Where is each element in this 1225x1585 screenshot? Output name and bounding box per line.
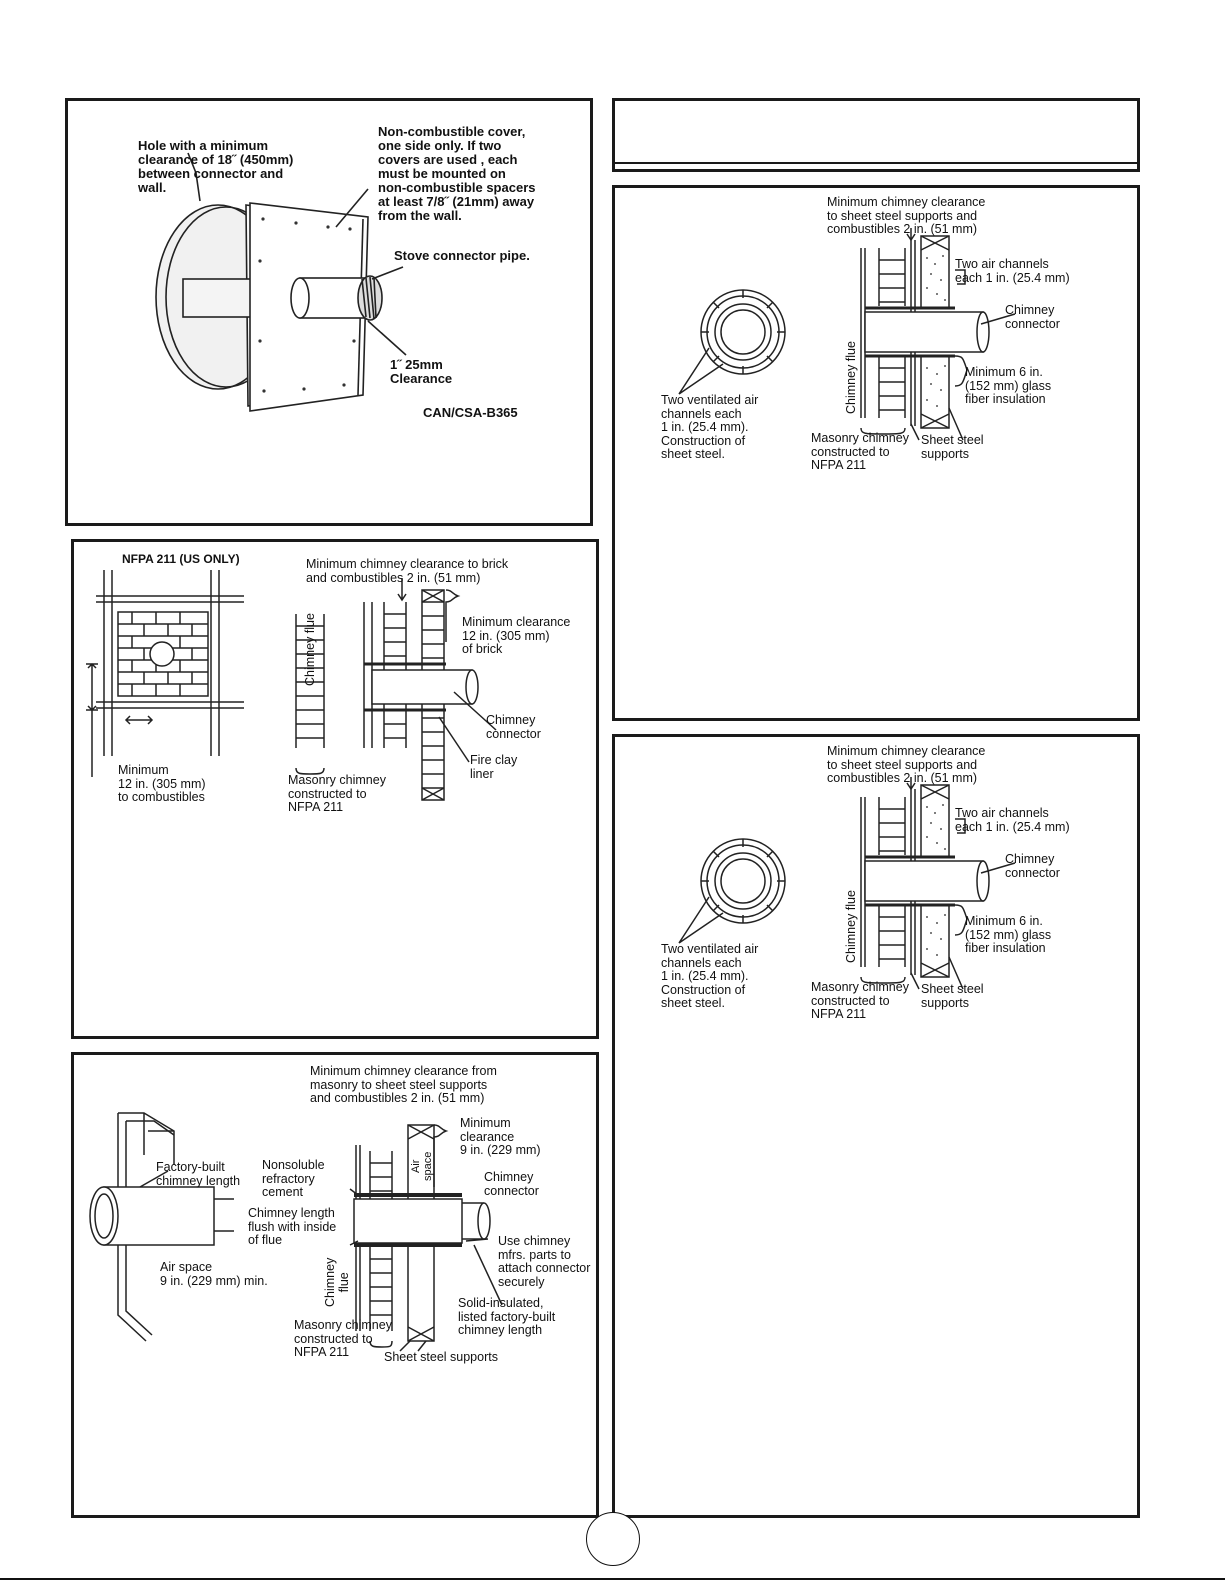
label-min-clearance-9in: Minimum clearance 9 in. (229 mm) [460,1116,541,1157]
label-chimney-connector: Chimney connector [484,1170,539,1198]
figure-sheet-steel-supports: Minimum chimney clearance to sheet steel… [612,185,1140,721]
figure-wall-pass-through: Hole with a minimum clearance of 18˝ (45… [65,98,593,526]
label-fire-clay-liner: Fire clay liner [470,753,518,781]
page-number-circle [586,1512,640,1566]
label-hole-clearance: Hole with a minimum clearance of 18˝ (45… [138,138,294,195]
sheet-steel-supports-illustration [678,228,1016,441]
label-sheet-steel-supports: Sheet steel supports [921,982,984,1010]
label-masonry-chimney: Masonry chimney constructed to NFPA 211 [811,980,909,1021]
label-chimney-connector: Chimney connector [486,713,541,741]
label-chimney-flue: Chimney flue [303,613,317,686]
factory-built-chimney-illustration [89,1112,503,1352]
label-min-clearance-12in: Minimum clearance 12 in. (305 mm) of bri… [462,615,571,656]
label-factory-built-length: Factory-built chimney length [156,1160,241,1188]
label-chimney-connector: Chimney connector [1005,852,1060,880]
figure-factory-built-chimney: Minimum chimney clearance from masonry t… [71,1052,599,1518]
label-two-air-channels: Two air channels each 1 in. (25.4 mm) [955,806,1070,834]
label-air-space: Air space [410,1151,434,1181]
label-min-12in-combustibles: Minimum 12 in. (305 mm) to combustibles [118,763,206,804]
label-min-6in-insulation: Minimum 6 in. (152 mm) glass fiber insul… [965,365,1052,406]
sheet-steel-supports-illustration-2 [678,777,1016,990]
label-two-air-channels: Two air channels each 1 in. (25.4 mm) [955,257,1070,285]
label-sheet-steel-supports: Sheet steel supports [384,1350,498,1364]
heading-box [612,98,1140,172]
label-nfpa-us-only: NFPA 211 (US ONLY) [122,552,240,566]
label-non-combustible-cover: Non-combustible cover, one side only. If… [378,124,536,223]
label-min-chimney-clearance: Minimum chimney clearance to sheet steel… [827,744,986,785]
label-chimney-length-flush: Chimney length flush with inside of flue [248,1206,337,1247]
label-connector-clearance: 1˝ 25mm Clearance [390,357,453,386]
label-min-chimney-clearance: Minimum chimney clearance to sheet steel… [827,195,986,236]
label-stove-connector-pipe: Stove connector pipe. [394,248,530,263]
label-two-ventilated-channels: Two ventilated air channels each 1 in. (… [661,942,759,1010]
wall-pass-through-illustration [155,152,407,412]
label-masonry-chimney: Masonry chimney constructed to NFPA 211 [288,773,386,814]
label-min-6in-insulation: Minimum 6 in. (152 mm) glass fiber insul… [965,914,1052,955]
label-use-mfrs-parts: Use chimney mfrs. parts to attach connec… [498,1234,591,1289]
footer-rule [0,1578,1225,1580]
label-chimney-connector: Chimney connector [1005,303,1060,331]
label-standard-reference: CAN/CSA-B365 [423,405,518,420]
label-two-ventilated-channels: Two ventilated air channels each 1 in. (… [661,393,759,461]
figure-sheet-steel-supports-2: Minimum chimney clearance to sheet steel… [612,734,1140,1518]
brick-clearance-illustration [86,570,497,801]
label-chimney-flue: Chimney flue [844,890,858,963]
label-sheet-steel-supports: Sheet steel supports [921,433,984,461]
label-solid-insulated: Solid-insulated, listed factory-built ch… [458,1296,556,1337]
label-masonry-chimney: Masonry chimney constructed to NFPA 211 [811,431,909,472]
label-chimney-flue: Chimney flue [844,341,858,414]
label-min-clearance-brick: Minimum chimney clearance to brick and c… [306,557,509,585]
label-masonry-chimney: Masonry chimney constructed to NFPA 211 [294,1318,392,1359]
label-air-space-9in: Air space 9 in. (229 mm) min. [160,1260,268,1288]
figure-nfpa-brick-clearance: NFPA 211 (US ONLY) Minimum chimney clear… [71,539,599,1039]
label-nonsoluble-cement: Nonsoluble refractory cement [262,1158,325,1199]
label-chimney-flue: Chimney flue [323,1257,351,1307]
heading-box-rule [615,162,1137,164]
label-min-clearance-masonry: Minimum chimney clearance from masonry t… [310,1064,497,1105]
